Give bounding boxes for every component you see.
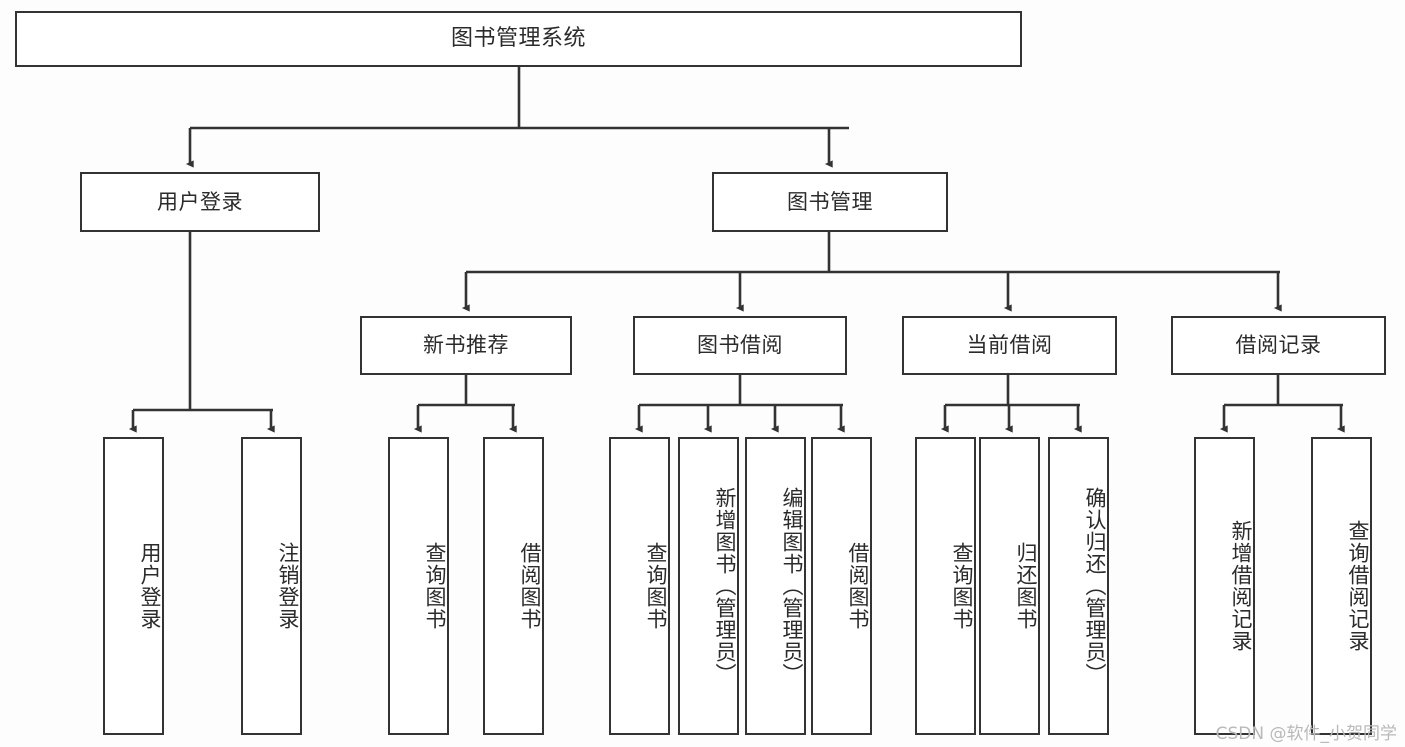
- node-new-book-recommend[interactable]: 新书推荐: [360, 316, 572, 375]
- node-borrow-record[interactable]: 借阅记录: [1171, 316, 1386, 375]
- leaf-record-query-borrow-record[interactable]: 查询借阅记录: [1311, 437, 1372, 735]
- node-label: 归还图书: [1014, 542, 1038, 630]
- node-root-system[interactable]: 图书管理系统: [15, 11, 1022, 67]
- node-label: 当前借阅: [966, 333, 1053, 358]
- leaf-record-add-borrow-record[interactable]: 新增借阅记录: [1194, 437, 1255, 735]
- node-book-management[interactable]: 图书管理: [712, 172, 948, 232]
- node-label: 新增借阅记录: [1229, 520, 1253, 652]
- node-label: 查询图书: [950, 542, 974, 630]
- node-label: 查询图书: [423, 542, 447, 630]
- leaf-logout-login[interactable]: 注销登录: [241, 437, 302, 735]
- node-label: 图书管理系统: [450, 26, 586, 52]
- node-label: 注销登录: [276, 542, 300, 630]
- node-label: 新增图书（管理员）: [713, 487, 737, 685]
- leaf-borrow-edit-book-admin[interactable]: 编辑图书（管理员）: [745, 437, 806, 735]
- leaf-borrow-borrow-book[interactable]: 借阅图书: [811, 437, 872, 735]
- leaf-borrow-add-book-admin[interactable]: 新增图书（管理员）: [678, 437, 739, 735]
- leaf-current-query-book[interactable]: 查询图书: [915, 437, 976, 735]
- node-label: 查询图书: [644, 542, 668, 630]
- node-label: 用户登录: [138, 542, 162, 630]
- leaf-newbook-borrow-book[interactable]: 借阅图书: [483, 437, 544, 735]
- node-book-borrow[interactable]: 图书借阅: [633, 316, 847, 375]
- csdn-watermark: CSDN @软件_小贺同学: [1215, 724, 1397, 744]
- leaf-newbook-query-book[interactable]: 查询图书: [388, 437, 449, 735]
- node-label: 借阅图书: [846, 542, 870, 630]
- node-label: 确认归还（管理员）: [1083, 487, 1107, 685]
- node-label: 用户登录: [157, 189, 243, 214]
- leaf-current-return-book[interactable]: 归还图书: [979, 437, 1040, 735]
- leaf-borrow-query-book[interactable]: 查询图书: [609, 437, 670, 735]
- node-label: 图书管理: [787, 189, 873, 214]
- node-label: 借阅记录: [1235, 333, 1322, 358]
- leaf-user-login[interactable]: 用户登录: [103, 437, 164, 735]
- node-label: 借阅图书: [518, 542, 542, 630]
- node-label: 新书推荐: [423, 333, 509, 358]
- node-current-borrow[interactable]: 当前借阅: [902, 316, 1117, 375]
- node-label: 编辑图书（管理员）: [780, 487, 804, 685]
- node-label: 查询借阅记录: [1346, 520, 1370, 652]
- leaf-current-confirm-return-admin[interactable]: 确认归还（管理员）: [1048, 437, 1109, 735]
- node-label: 图书借阅: [697, 333, 783, 358]
- node-user-login[interactable]: 用户登录: [80, 172, 320, 232]
